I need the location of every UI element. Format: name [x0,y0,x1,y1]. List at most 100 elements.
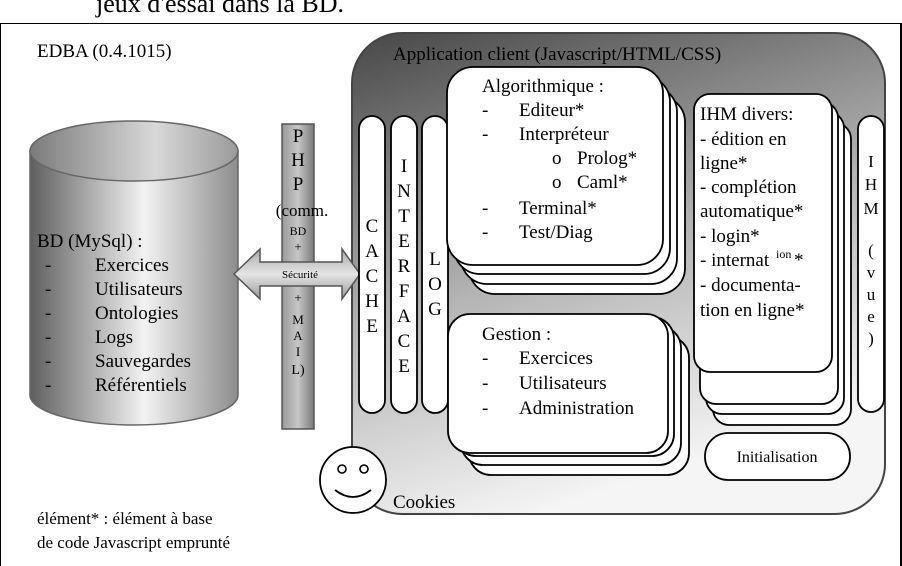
algorithmique-stack [446,66,686,295]
ihm-vue-pill [857,115,885,413]
cache-letter: A [365,241,379,262]
php-plus: + [294,290,301,305]
ihm-divers-line: - documenta- [700,275,801,296]
php-mail-letter: M [292,312,304,327]
database-item: Logs [95,327,133,348]
bullet-dash: - [482,348,488,369]
interface-label: I N T E R F A C E [397,156,411,377]
algorithmique-item: Interpréteur [519,124,609,145]
ihm-vue-letter: H [865,175,877,194]
log-letter: G [428,299,442,320]
log-letter: O [428,274,442,295]
ihm-divers-line: - login* [700,226,760,247]
ihm-divers-title: IHM divers: [700,104,793,125]
php-plus: + [294,239,301,254]
database-item: Sauvegardes [95,351,191,372]
interface-letter: I [401,156,407,177]
cache-letter: E [366,316,378,337]
initialisation-box [704,432,851,481]
cache-letter: C [366,266,379,287]
algorithmique-card [446,66,664,266]
bullet-circle: o [552,172,562,193]
bullet-dash: - [482,124,488,145]
php-mail-letter: L) [291,363,305,378]
algorithmique-item: Terminal* [519,198,597,219]
cookies-smiley-icon [319,446,387,514]
interface-letter: E [398,231,410,252]
cookies-label: Cookies [393,492,455,513]
ihm-vue-label: I H M ( v u e ) [863,152,878,348]
ihm-vue-letter: ) [868,329,874,348]
interface-letter: T [398,206,410,227]
algorithmique-subitem: Prolog* [577,148,637,169]
interface-letter: A [397,306,411,327]
cache-pill [358,115,386,414]
algorithmique-title: Algorithmique : [482,76,604,97]
ihm-vue-letter: e [867,307,875,326]
bullet-dash: - [45,279,51,300]
algorithmique-subitem: Caml* [577,172,628,193]
algorithmique-item: Test/Diag [519,222,593,243]
cache-letter: C [366,216,379,237]
algorithmique-item: Editeur* [519,100,584,121]
database-title: BD (MySql) : [37,231,143,252]
ihm-vue-letter: ( [868,241,874,260]
application-title: Application client (Javascript/HTML/CSS) [393,44,721,65]
ihm-divers-line: - internat [700,250,770,271]
php-bridge-text: P H P (comm. BD + Sécurité + M A I L) [276,126,328,378]
gestion-item: Utilisateurs [519,373,607,394]
bullet-dash: - [45,375,51,396]
gestion-card [447,313,669,454]
bullet-dash: - [482,198,488,219]
bullet-circle: o [552,148,562,169]
cache-label: C A C H E [365,216,379,337]
ihm-vue-letter: v [867,263,876,282]
ihm-vue-letter: M [863,199,878,218]
php-letter: H [291,150,305,171]
gestion-item: Exercices [519,348,593,369]
header-fragment: jeux d'essai dans la BD. [95,0,344,18]
database-cylinder [29,120,239,426]
ihm-divers-card [693,93,833,373]
interface-letter: R [398,256,411,277]
ihm-divers-line: - édition en [700,129,787,150]
interface-letter: N [397,181,411,202]
ihm-divers-line: * [794,250,804,271]
bullet-dash: - [45,255,51,276]
bullet-dash: - [482,222,488,243]
ihm-divers-line: tion en ligne* [700,300,804,321]
interface-letter: C [398,331,411,352]
bullet-dash: - [45,327,51,348]
php-mail-letter: I [296,344,300,359]
ihm-divers-stack [693,93,852,426]
footnote-line: élément* : élément à base [37,509,213,528]
gestion-stack [447,313,690,476]
bullet-dash: - [482,373,488,394]
bullet-dash: - [482,100,488,121]
log-letter: L [429,249,441,270]
interface-pill [390,115,418,414]
database-item: Ontologies [95,303,178,324]
log-pill [421,115,449,414]
bullet-dash: - [482,398,488,419]
php-mail-letter: A [293,328,303,343]
php-letter: P [293,174,304,195]
ihm-divers-superscript: ion [776,247,791,261]
ihm-vue-letter: I [868,152,874,171]
ihm-divers-line: ligne* [700,153,748,174]
php-security-label: Sécurité [282,269,318,281]
interface-letter: F [399,281,410,302]
ihm-divers-line: - complétion [700,177,797,198]
bullet-dash: - [45,351,51,372]
database-list: - Exercices - Utilisateurs - Ontologies … [45,255,191,396]
php-letter: P [293,126,304,147]
edba-version: EDBA (0.4.1015) [37,41,172,62]
interface-letter: E [398,356,410,377]
log-label: L O G [428,249,442,320]
cache-letter: H [365,291,379,312]
initialisation-label: Initialisation [737,449,818,466]
ihm-divers-line: automatique* [700,201,803,222]
ihm-vue-letter: u [867,285,876,304]
footnote-line: de code Javascript emprunté [37,533,230,552]
